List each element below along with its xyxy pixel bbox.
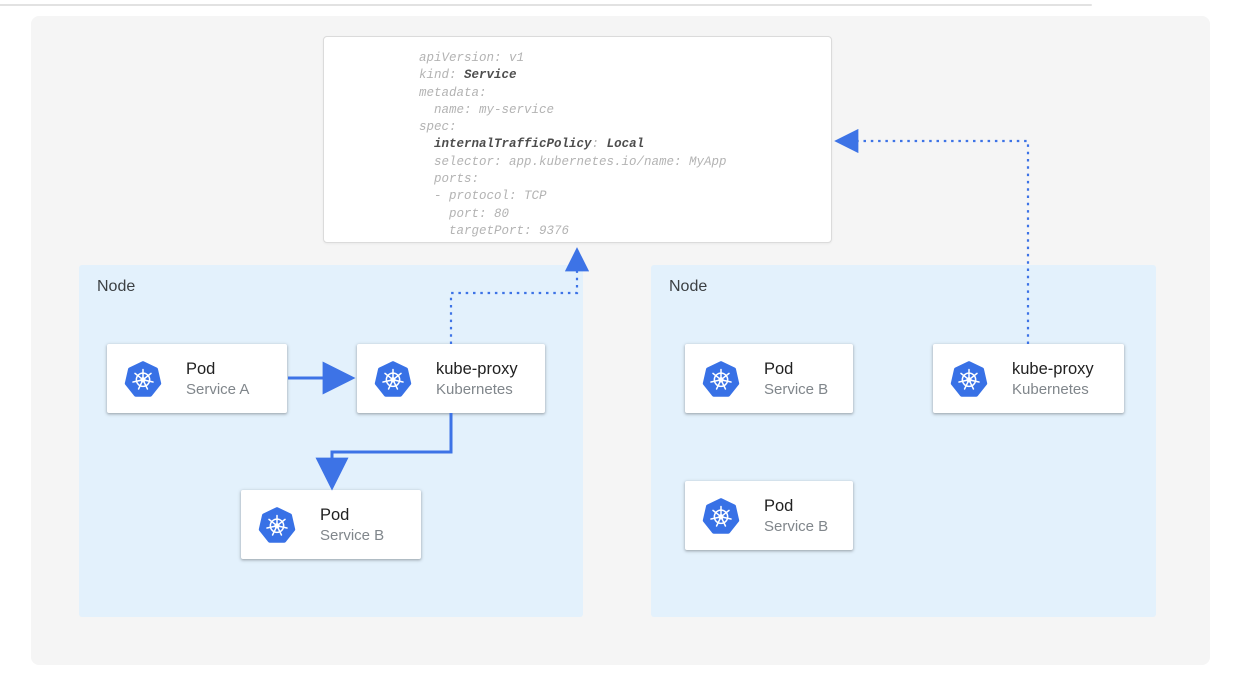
code-line: targetPort: 9376 [419,223,570,238]
kubernetes-icon [702,360,740,398]
code-line: spec: [419,120,457,135]
pod-card-service-b-left: Pod Service B [241,490,421,559]
node-label: Node [669,278,708,295]
card-title: Pod [320,505,350,524]
card-subtitle: Kubernetes [436,380,513,398]
card-subtitle: Service B [764,380,829,398]
kube-proxy-card-right: kube-proxy Kubernetes [933,344,1124,413]
service-yaml-card: apiVersion: v1 kind: Service metadata: n… [323,36,832,243]
kubernetes-icon [124,360,162,398]
card-title: kube-proxy [1012,359,1094,378]
node-box-left: Node Pod Service A kube-proxy Kubernetes… [79,265,583,617]
kubernetes-icon [702,497,740,535]
pod-card-service-b-right-upper: Pod Service B [685,344,853,413]
code-line: kind: Service [419,68,517,83]
code-line: - protocol: TCP [419,189,547,204]
card-title: kube-proxy [436,359,518,378]
code-line: metadata: [419,85,487,100]
card-subtitle: Service B [764,517,829,535]
card-subtitle: Service A [186,380,250,398]
card-subtitle: Service B [320,526,385,544]
kubernetes-icon [258,506,296,544]
page-top-divider [0,4,1092,6]
diagram-canvas: apiVersion: v1 kind: Service metadata: n… [31,16,1210,665]
node-box-right: Node Pod Service B kube-proxy Kubernetes… [651,265,1156,617]
card-title: Pod [764,496,794,515]
card-subtitle: Kubernetes [1012,380,1089,398]
code-line-internal-traffic-policy: internalTrafficPolicy: Local [434,137,645,152]
kubernetes-icon [950,360,988,398]
code-line: port: 80 [419,206,510,221]
card-title: Pod [186,359,216,378]
pod-card-service-b-right-lower: Pod Service B [685,481,853,550]
kubernetes-icon [374,360,412,398]
card-title: Pod [764,359,794,378]
kube-proxy-card-left: kube-proxy Kubernetes [357,344,545,413]
code-line: selector: app.kubernetes.io/name: MyApp [419,154,727,169]
code-line: ports: [419,172,480,187]
pod-card-service-a: Pod Service A [107,344,287,413]
code-line: name: my-service [419,102,555,117]
code-line: apiVersion: v1 [419,51,525,65]
node-label: Node [97,278,136,295]
